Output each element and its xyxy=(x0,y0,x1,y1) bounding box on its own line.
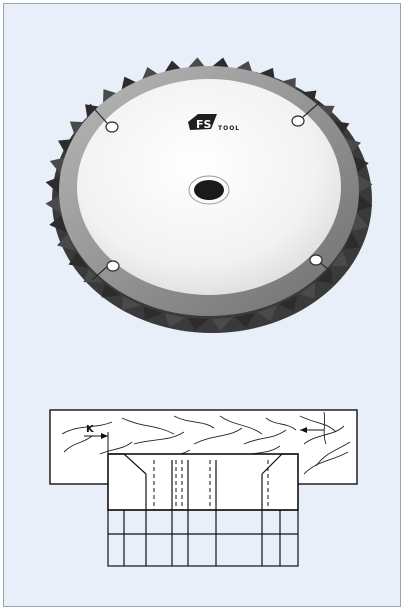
product-panel: FS TOOL xyxy=(3,3,401,607)
saw-tooth xyxy=(316,267,333,284)
saw-tooth xyxy=(83,269,103,283)
saw-tooth xyxy=(352,213,369,231)
logo-word: TOOL xyxy=(218,125,240,132)
saw-tooth xyxy=(211,317,233,331)
saw-tooth xyxy=(331,250,349,267)
saw-tooth xyxy=(257,305,278,321)
blade-lower-section xyxy=(107,509,299,567)
saw-tooth xyxy=(56,234,76,251)
cutting-diagram: K xyxy=(49,409,358,567)
brand-logo: FS TOOL xyxy=(188,114,240,132)
saw-tooth xyxy=(101,283,121,298)
logo-mark: FS xyxy=(196,118,212,131)
dimension-label: K xyxy=(86,424,95,435)
saw-tooth xyxy=(299,282,316,299)
dimension-k: K xyxy=(84,424,324,454)
blade-section xyxy=(107,453,299,511)
saw-tooth xyxy=(164,313,186,327)
saw-tooth xyxy=(45,195,61,214)
expansion-slots xyxy=(89,101,335,281)
saw-tooth xyxy=(45,176,61,194)
saw-tooth xyxy=(143,306,163,321)
saw-tooth xyxy=(279,295,298,312)
saw-tooth xyxy=(49,215,67,233)
saw-tooth xyxy=(187,317,209,331)
saw-tooth xyxy=(357,174,373,193)
saw-tooth xyxy=(68,252,88,268)
saw-tooth xyxy=(234,312,256,328)
saw-tooth xyxy=(122,296,141,311)
saw-blade-illustration: FS TOOL xyxy=(45,57,373,333)
saw-tooth xyxy=(357,194,373,212)
arbor-hole xyxy=(194,180,224,200)
saw-tooth xyxy=(343,232,361,249)
saw-tooth xyxy=(342,137,362,154)
saw-tooth xyxy=(57,139,75,156)
